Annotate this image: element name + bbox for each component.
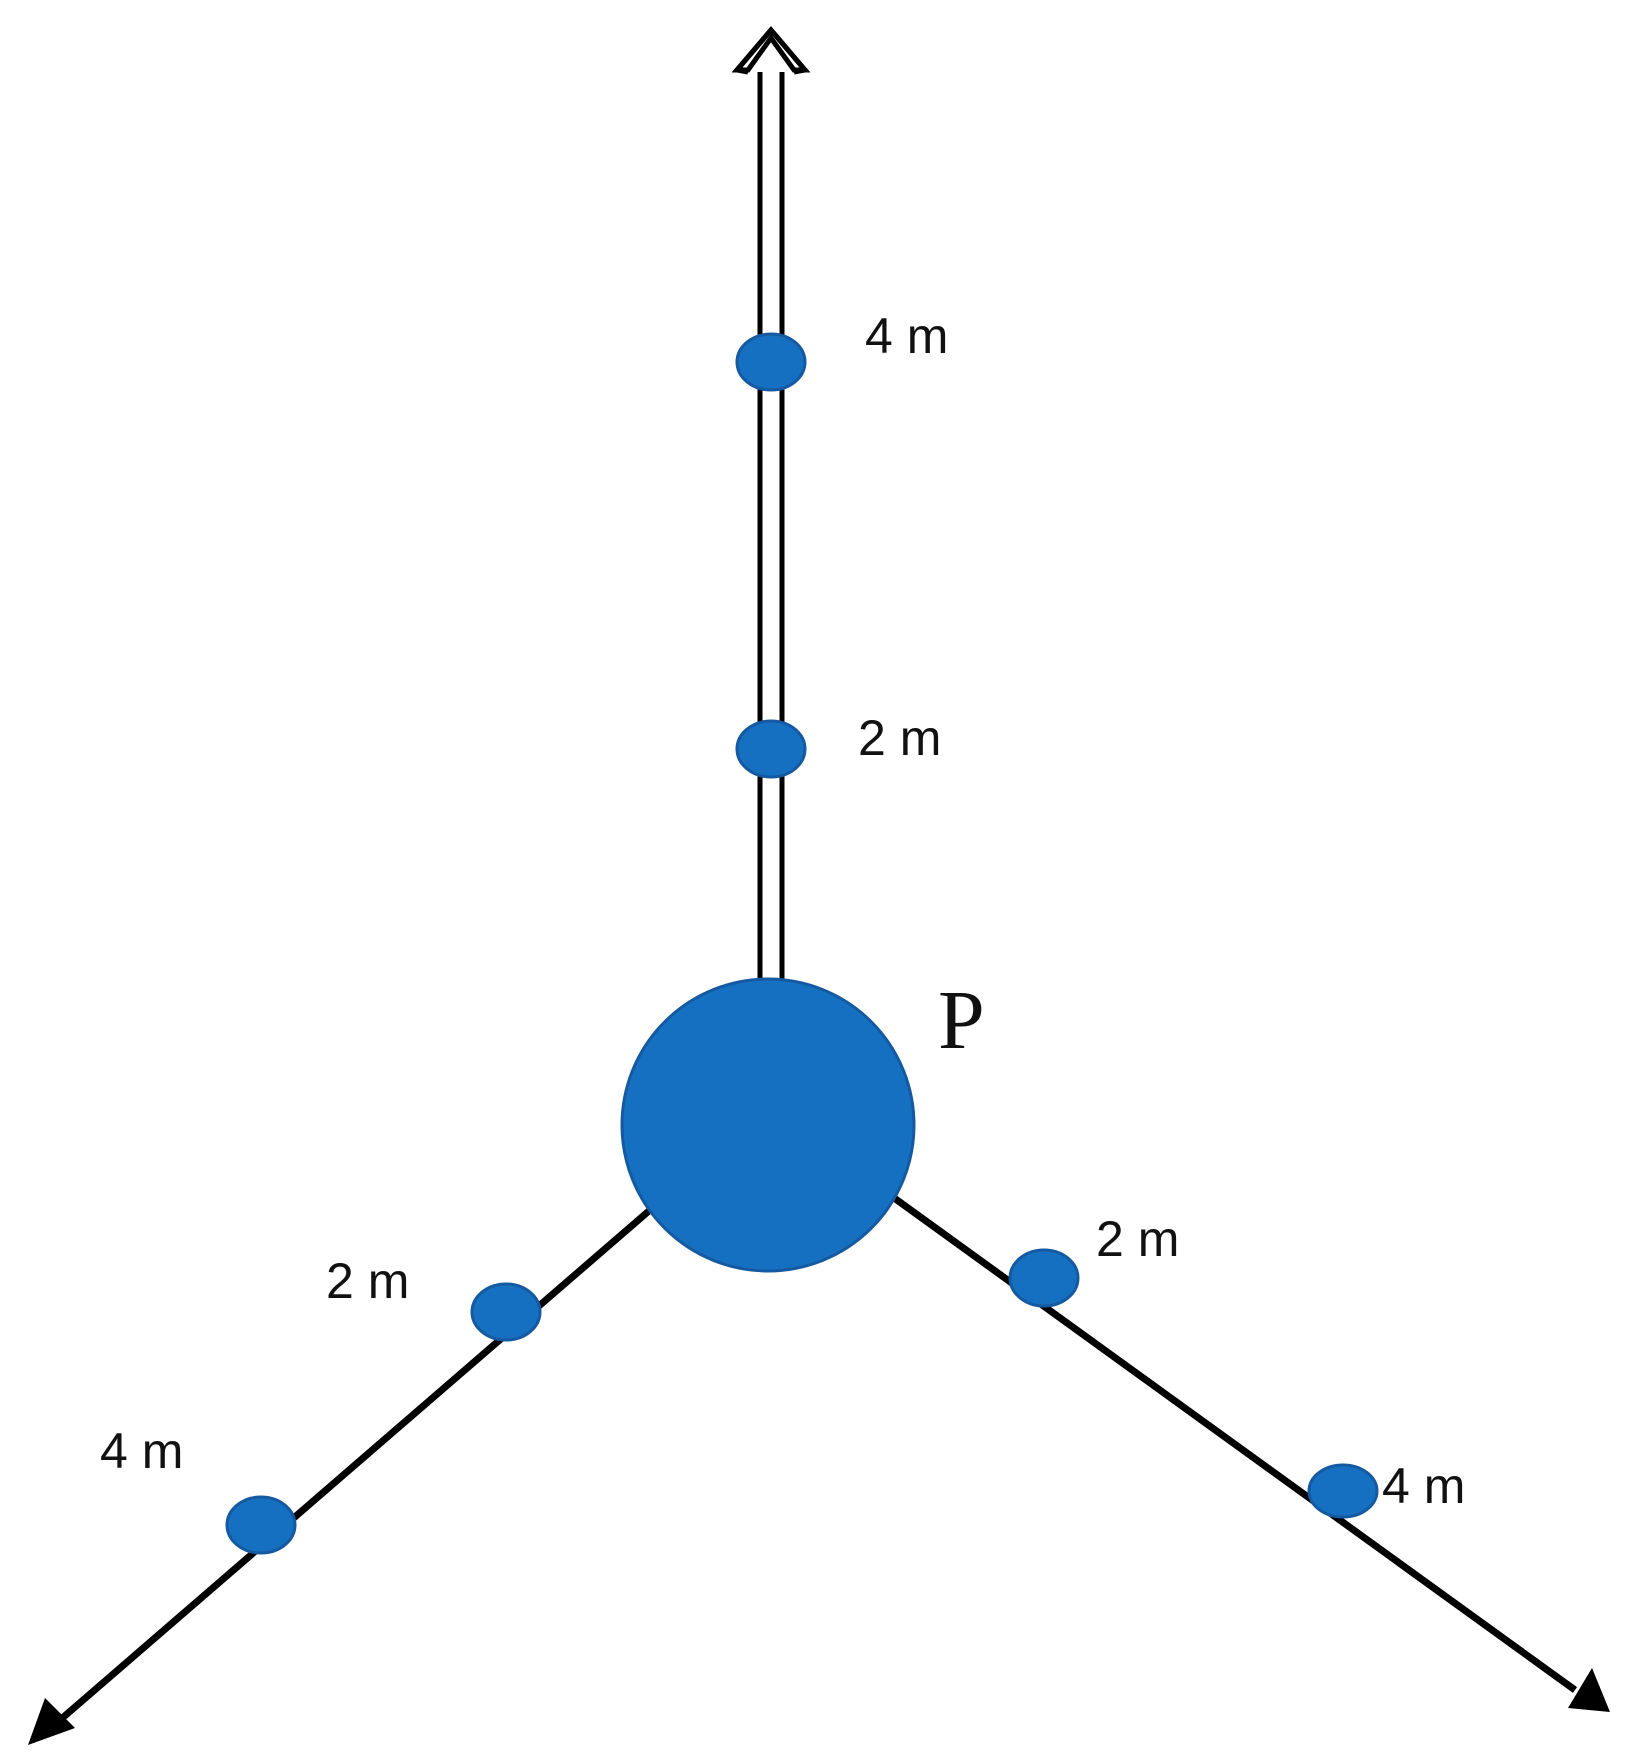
label-left-4m: 4 m <box>100 1423 183 1479</box>
marker-right-4m <box>1307 1463 1379 1519</box>
hollow-arrowhead <box>731 26 811 73</box>
right-arrowhead <box>1568 1668 1610 1712</box>
label-up-4m: 4 m <box>865 308 948 364</box>
label-left-2m: 2 m <box>326 1253 409 1309</box>
marker-up-2m <box>735 719 807 779</box>
marker-right-2m <box>1008 1248 1080 1308</box>
marker-up-4m <box>735 332 807 392</box>
center-point-label: P <box>938 974 985 1067</box>
right-diagonal-arrow <box>887 1192 1610 1712</box>
marker-left-4m <box>225 1495 297 1555</box>
label-up-2m: 2 m <box>858 710 941 766</box>
left-arrowhead <box>28 1698 75 1745</box>
label-right-4m: 4 m <box>1382 1458 1465 1514</box>
marker-left-2m <box>470 1282 542 1342</box>
center-point-circle <box>620 977 916 1273</box>
vertical-hollow-arrow <box>731 26 811 985</box>
label-right-2m: 2 m <box>1096 1211 1179 1267</box>
left-diagonal-arrow <box>28 1207 653 1745</box>
